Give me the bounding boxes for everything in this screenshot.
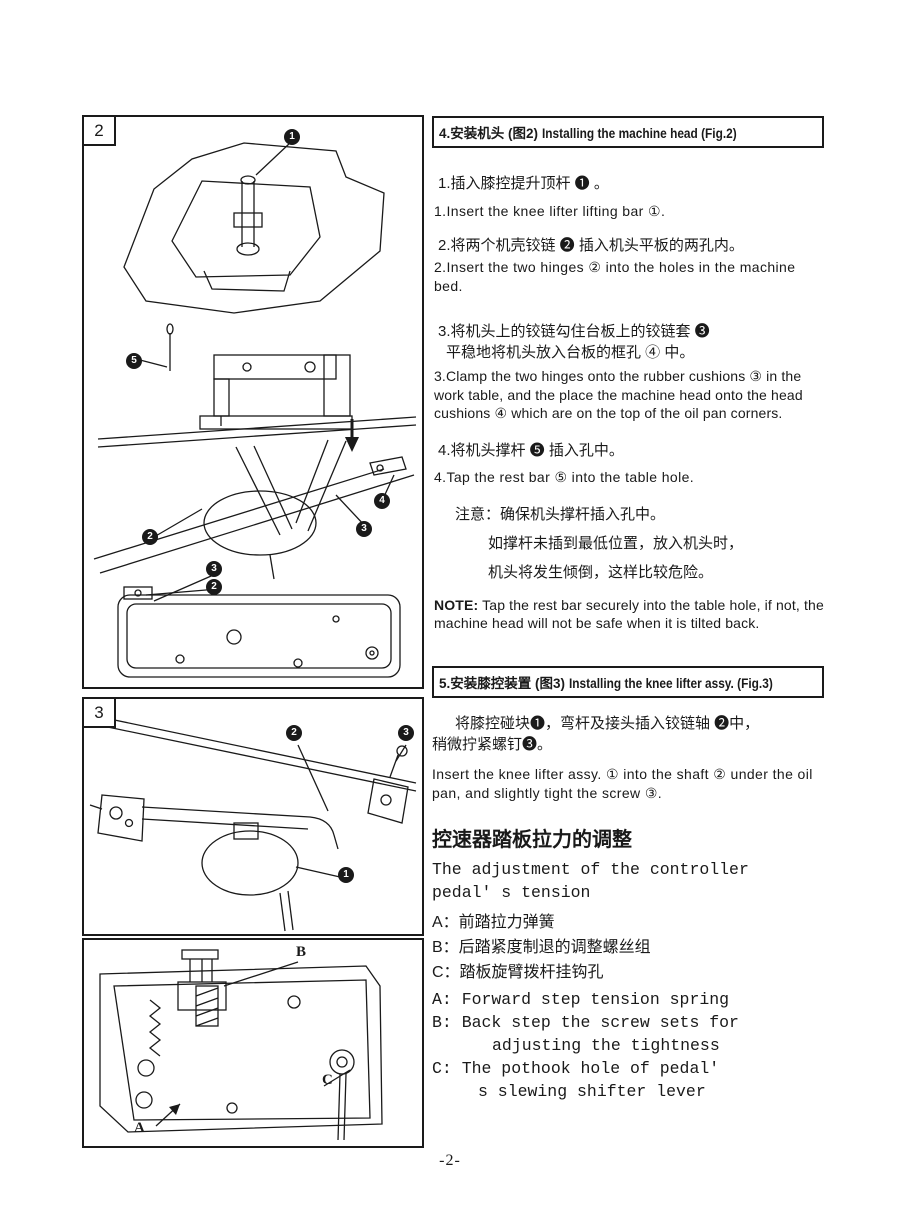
step-2-en: 2.Insert the two hinges ② into the holes… bbox=[434, 259, 796, 294]
callout-2-icon: 2 bbox=[286, 725, 302, 741]
step-3-en: 3.Clamp the two hinges onto the rubber c… bbox=[434, 368, 803, 421]
callout-pan-3-icon: 3 bbox=[206, 561, 222, 577]
step-2-zh: 2.将两个机壳铰链 ❷ 插入机头平板的两孔内。 bbox=[438, 237, 744, 254]
figure-3: 3 2 3 1 bbox=[82, 697, 424, 936]
item-b-zh: B：后踏紧度制退的调整螺丝组 bbox=[432, 938, 651, 956]
step-1-zh: 1.插入膝控提升顶杆 ❶ 。 bbox=[438, 175, 609, 192]
section-5-header-en: Installing the knee lifter assy. (Fig.3) bbox=[568, 675, 773, 691]
figure-2: 2 1 5 4 3 2 3 2 bbox=[82, 115, 424, 689]
callout-pan-2-icon: 2 bbox=[206, 579, 222, 595]
step-3-zh-line1: 3.将机头上的铰链勾住台板上的铰链套 ❸ bbox=[438, 323, 710, 340]
figure-2-drawing bbox=[93, 142, 417, 678]
arrow-a-icon bbox=[169, 1104, 180, 1115]
item-a-zh: A：前踏拉力弹簧 bbox=[432, 913, 555, 931]
section-4-header: 4.安装机头 (图2) Installing the machine head … bbox=[432, 116, 824, 148]
callout-4-icon: 4 bbox=[374, 493, 390, 509]
note-label: NOTE: bbox=[434, 596, 479, 613]
label-a: A bbox=[134, 1120, 145, 1136]
section-5-header: 5.安装膝控装置 (图3) Installing the knee lifter… bbox=[432, 665, 824, 698]
caution-line-1: 注意：确保机头撑杆插入孔中。 bbox=[455, 505, 666, 523]
callout-3-icon: 3 bbox=[356, 521, 372, 537]
item-a-en: A: Forward step tension spring bbox=[432, 989, 730, 1009]
label-c: C bbox=[322, 1072, 333, 1088]
callout-1-icon: 1 bbox=[284, 129, 300, 145]
figure-pedal-drawing bbox=[99, 949, 383, 1141]
callout-3-icon: 3 bbox=[398, 725, 414, 741]
adjustment-title-en-line1: The adjustment of the controller bbox=[432, 859, 749, 879]
figure-pedal: B C A bbox=[82, 938, 424, 1148]
callout-1-icon: 1 bbox=[338, 867, 354, 883]
section-4-header-zh: 4.安装机头 (图2) bbox=[439, 126, 539, 141]
item-c-en-line1: C: The pothook hole of pedal' bbox=[432, 1058, 720, 1078]
section-5-zh-line1: 将膝控碰块❶，弯杆及接头插入铰链轴 ❷中， bbox=[455, 714, 760, 732]
page-number: -2- bbox=[439, 1152, 461, 1169]
caution-line-3: 机头将发生倾倒，这样比较危险。 bbox=[488, 563, 714, 581]
section-5-zh-line2: 稍微拧紧螺钉❸。 bbox=[432, 735, 553, 753]
note-paragraph: NOTE: Tap the rest bar securely into the… bbox=[434, 596, 824, 632]
callout-5-icon: 5 bbox=[126, 353, 142, 369]
item-c-zh: C：踏板旋臂拨杆挂钩孔 bbox=[432, 963, 604, 981]
figure-2-number: 2 bbox=[84, 117, 116, 146]
figure-3-number: 3 bbox=[84, 699, 116, 728]
adjustment-title-zh: 控速器踏板拉力的调整 bbox=[432, 828, 632, 851]
adjustment-title-en-line2: pedal' s tension bbox=[432, 882, 591, 902]
item-b-en-line2: adjusting the tightness bbox=[492, 1035, 720, 1055]
item-c-en-line2: s slewing shifter lever bbox=[478, 1081, 706, 1101]
callout-2-icon: 2 bbox=[142, 529, 158, 545]
step-3-zh-line2: 平稳地将机头放入台板的框孔 ④ 中。 bbox=[446, 344, 695, 361]
section-5-en: Insert the knee lifter assy. ① into the … bbox=[432, 765, 813, 801]
caution-line-2: 如撑杆未插到最低位置，放入机头时， bbox=[488, 534, 744, 552]
instruction-column: 4.安装机头 (图2) Installing the machine head … bbox=[432, 116, 824, 1103]
section-5-header-zh: 5.安装膝控装置 (图3) bbox=[439, 675, 566, 691]
down-arrow-icon bbox=[345, 437, 359, 452]
item-b-en-line1: B: Back step the screw sets for bbox=[432, 1012, 739, 1032]
label-b: B bbox=[296, 944, 307, 960]
caution-label: 注意： bbox=[455, 505, 501, 523]
step-1-en: 1.Insert the knee lifter lifting bar ①. bbox=[434, 203, 666, 219]
step-4-zh: 4.将机头撑杆 ❺ 插入孔中。 bbox=[438, 441, 624, 459]
section-4-header-en: Installing the machine head (Fig.2) bbox=[541, 126, 737, 141]
step-4-en: 4.Tap the rest bar ⑤ into the table hole… bbox=[434, 468, 695, 485]
figure-3-drawing bbox=[89, 716, 417, 932]
